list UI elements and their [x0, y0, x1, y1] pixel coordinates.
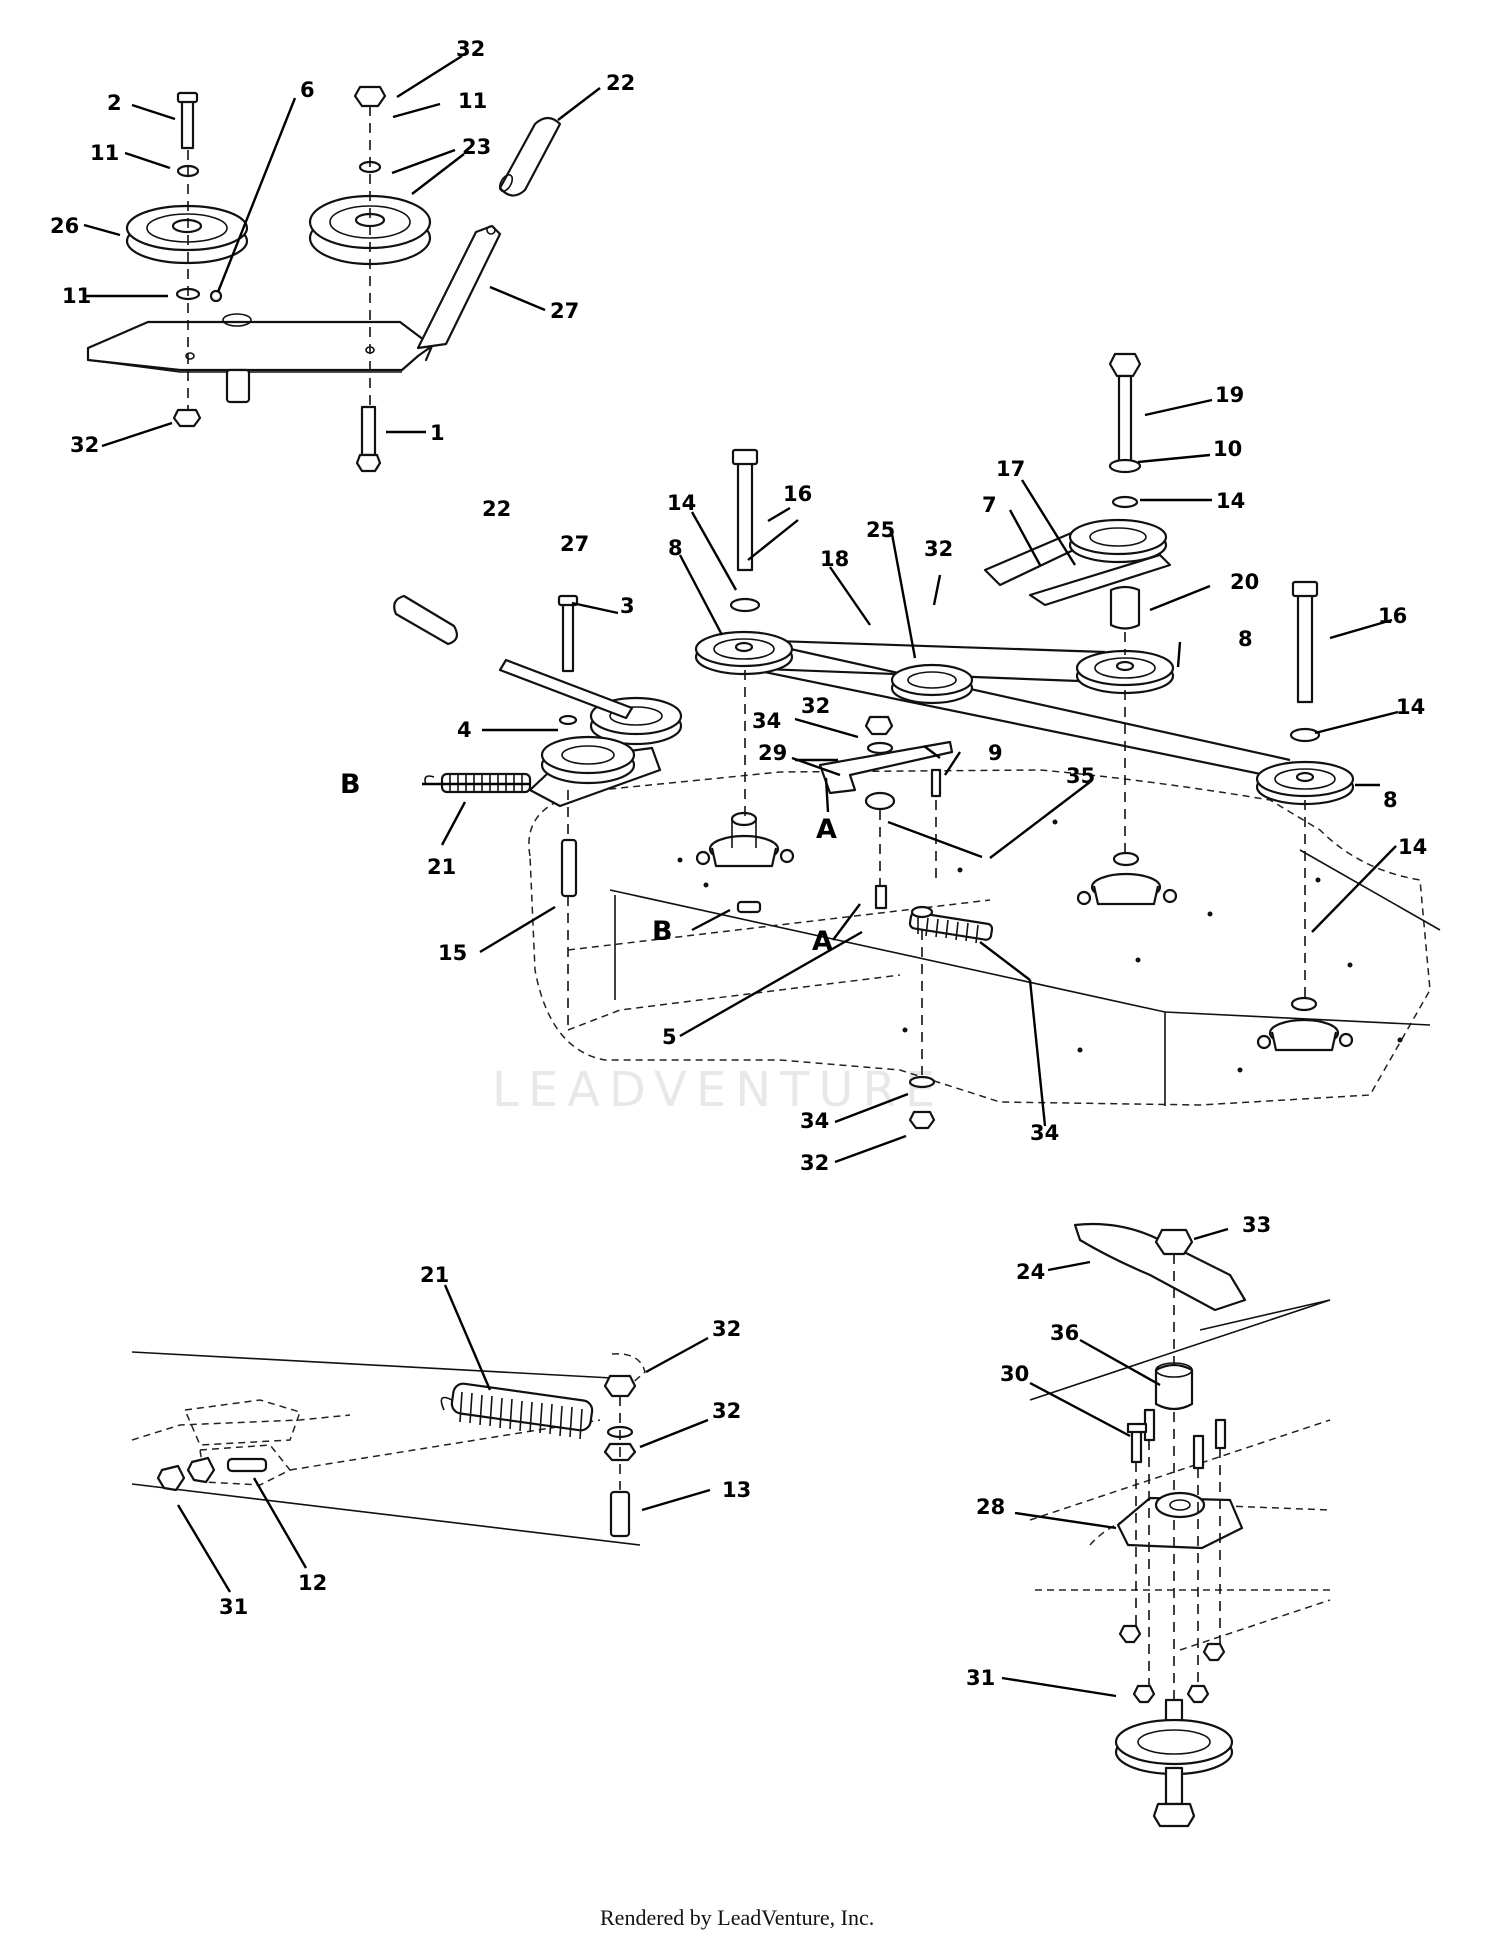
- callout-22b: 22: [482, 497, 511, 521]
- callout-labels: 1 2 3 4 5 6 7 8 8 8 9 10 11 11 11 12 13 …: [50, 37, 1427, 1690]
- callout-35: 35: [1066, 764, 1095, 788]
- ref-letter-a-lower: A: [812, 926, 833, 957]
- callout-30: 30: [1000, 1362, 1029, 1386]
- callout-3: 3: [620, 594, 635, 618]
- callout-27: 27: [550, 299, 579, 323]
- callout-34b: 34: [1030, 1121, 1059, 1145]
- callout-31: 31: [219, 1595, 248, 1619]
- callout-6: 6: [300, 78, 315, 102]
- ref-letter-a-upper: A: [816, 814, 837, 845]
- callout-21: 21: [427, 855, 456, 879]
- watermark: LEADVENTURE: [492, 1062, 944, 1118]
- callout-19: 19: [1215, 383, 1244, 407]
- callout-14d: 14: [1398, 835, 1427, 859]
- callout-18: 18: [820, 547, 849, 571]
- footer-credit: Rendered by LeadVenture, Inc.: [600, 1905, 874, 1930]
- callout-25: 25: [866, 518, 895, 542]
- callout-21b: 21: [420, 1263, 449, 1287]
- callout-2: 2: [107, 91, 122, 115]
- spindle-detail: [1029, 1222, 1331, 1828]
- callout-5: 5: [662, 1025, 677, 1049]
- callout-32b: 32: [70, 433, 99, 457]
- callout-16b: 16: [1378, 604, 1407, 628]
- left-idler-assembly: [393, 594, 901, 1031]
- callout-1: 1: [430, 421, 445, 445]
- callout-33: 33: [1242, 1213, 1271, 1237]
- callout-36: 36: [1050, 1321, 1079, 1345]
- callout-34c: 34: [800, 1109, 829, 1133]
- belt-drive: [694, 352, 1355, 1000]
- callout-14b: 14: [1216, 489, 1245, 513]
- callout-16: 16: [783, 482, 812, 506]
- callout-29: 29: [758, 741, 787, 765]
- callout-8: 8: [668, 536, 683, 560]
- callout-31b: 31: [966, 1666, 995, 1690]
- callout-32: 32: [456, 37, 485, 61]
- callout-17: 17: [996, 457, 1025, 481]
- callout-23: 23: [462, 135, 491, 159]
- callout-15: 15: [438, 941, 467, 965]
- idler-arm-assembly: [86, 85, 562, 473]
- callout-14: 14: [667, 491, 696, 515]
- callout-26: 26: [50, 214, 79, 238]
- callout-14c: 14: [1396, 695, 1425, 719]
- callout-32d: 32: [801, 694, 830, 718]
- callout-12: 12: [298, 1571, 327, 1595]
- callout-20: 20: [1230, 570, 1259, 594]
- callout-32e: 32: [800, 1151, 829, 1175]
- reference-letters: A A B B: [340, 769, 837, 957]
- callout-27b: 27: [560, 532, 589, 556]
- spring-detail: [131, 1351, 646, 1546]
- ref-letter-b-center: B: [652, 916, 673, 947]
- callout-32f: 32: [712, 1317, 741, 1341]
- callout-4: 4: [457, 718, 472, 742]
- callout-11b: 11: [458, 89, 487, 113]
- callout-11c: 11: [62, 284, 91, 308]
- callout-8c: 8: [1383, 788, 1398, 812]
- callout-28: 28: [976, 1495, 1005, 1519]
- callout-22: 22: [606, 71, 635, 95]
- callout-8b: 8: [1238, 627, 1253, 651]
- callout-13: 13: [722, 1478, 751, 1502]
- callout-32g: 32: [712, 1399, 741, 1423]
- ref-letter-b-left: B: [340, 769, 361, 800]
- callout-10: 10: [1213, 437, 1242, 461]
- callout-9: 9: [988, 741, 1003, 765]
- callout-24: 24: [1016, 1260, 1045, 1284]
- leader-lines: [83, 54, 1399, 1698]
- callout-7: 7: [982, 493, 997, 517]
- callout-34: 34: [752, 709, 781, 733]
- callout-32c: 32: [924, 537, 953, 561]
- mower-deck: [528, 769, 1441, 1106]
- callout-11: 11: [90, 141, 119, 165]
